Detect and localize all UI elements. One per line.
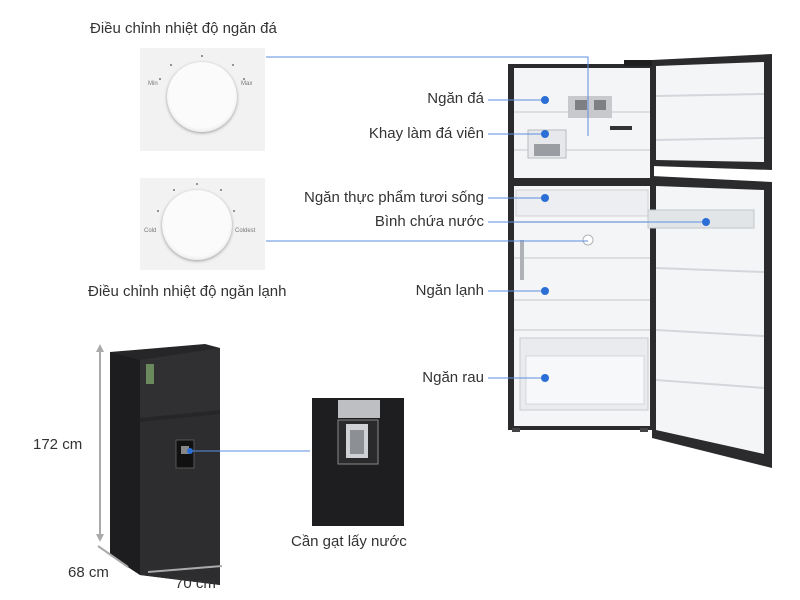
callout-freezer: Ngăn đá: [427, 90, 484, 107]
fridge-dial-cold-label: Cold: [144, 228, 157, 234]
callout-water-lever: Cần gạt lấy nước: [291, 533, 407, 550]
fridge-control-title: Điều chỉnh nhiệt độ ngăn lạnh: [88, 283, 287, 300]
freezer-interior: [514, 68, 650, 178]
fresh-food-drawer: [515, 189, 649, 217]
callout-fridge: Ngăn lạnh: [415, 282, 484, 299]
callout-dots: [541, 96, 710, 382]
dimension-lines: [97, 346, 223, 573]
dimension-depth: 68 cm: [68, 564, 109, 581]
water-tank: [647, 209, 755, 229]
fridge-dial-image: Cold Coldest: [140, 178, 265, 270]
fridge-dial-knob: [162, 190, 232, 260]
freezer-dial-max-label: Max: [241, 81, 253, 87]
freezer-control-title: Điều chỉnh nhiệt độ ngăn đá: [90, 20, 277, 37]
callout-vegetable: Ngăn rau: [422, 369, 484, 386]
freezer-dial-knob: [167, 62, 237, 132]
callout-ice-tray: Khay làm đá viên: [368, 125, 484, 142]
freezer-dial-image: Min Max: [140, 48, 265, 151]
callout-lines: [266, 56, 706, 379]
freezer-dial-min-label: Min: [148, 81, 158, 87]
callout-water-tank: Bình chứa nước: [374, 213, 484, 230]
fridge-dial-coldest-label: Coldest: [235, 228, 256, 234]
callout-fresh-food: Ngăn thực phẩm tươi sống: [303, 189, 484, 206]
dimension-height: 172 cm: [33, 436, 83, 453]
dimension-width: 70 cm: [175, 575, 216, 592]
